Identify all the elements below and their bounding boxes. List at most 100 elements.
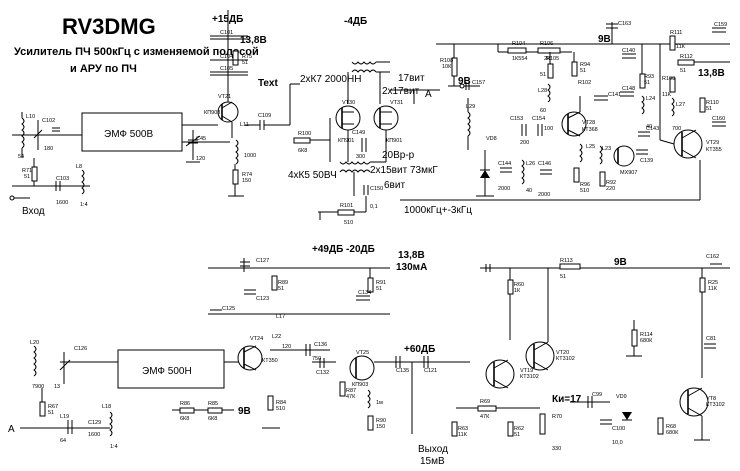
resistor-r89	[271, 275, 278, 291]
top-rail-138-right: 13,8В	[698, 68, 725, 79]
bottom-supply: 13,8В	[398, 250, 425, 261]
svg-text:R69: R69	[480, 399, 490, 405]
svg-text:R102: R102	[578, 80, 591, 86]
svg-text:0,1: 0,1	[370, 204, 378, 210]
svg-text:40: 40	[526, 188, 532, 194]
svg-text:51: 51	[514, 432, 520, 438]
svg-text:C162: C162	[706, 254, 719, 260]
svg-text:10,0: 10,0	[612, 440, 623, 446]
transistor-vt21	[217, 101, 239, 123]
svg-text:54: 54	[18, 154, 24, 160]
svg-text:L8: L8	[76, 164, 82, 170]
svg-text:680К: 680К	[640, 338, 653, 344]
svg-text:R67: R67	[48, 404, 58, 410]
trafo1-label: 2хК7 2000НН	[300, 74, 361, 85]
svg-text:1:4: 1:4	[80, 202, 88, 208]
svg-text:6К8: 6К8	[298, 148, 307, 154]
svg-text:R112: R112	[680, 54, 693, 60]
bottom-point-a: А	[8, 424, 15, 435]
svg-text:R84: R84	[276, 400, 286, 406]
resistor-r67	[39, 401, 46, 417]
svg-text:51: 51	[278, 286, 284, 292]
svg-text:2000: 2000	[498, 186, 510, 192]
svg-text:C150: C150	[370, 186, 383, 192]
svg-text:L17: L17	[276, 314, 285, 320]
svg-text:L24: L24	[646, 96, 655, 102]
svg-text:C102: C102	[42, 118, 55, 124]
svg-text:C154: C154	[532, 116, 545, 122]
trafo2-winding-1: 20Вр-р	[382, 150, 415, 161]
svg-text:6К8: 6К8	[208, 416, 217, 422]
svg-text:R110: R110	[706, 100, 719, 106]
svg-text:C160: C160	[712, 116, 725, 122]
transistor-vt20	[525, 341, 555, 371]
resistor-r105	[547, 63, 554, 79]
subtitle-line-1: Усилитель ПЧ 500кГц с изменяемой полосой	[14, 46, 259, 58]
svg-text:7900: 7900	[32, 384, 44, 390]
transistor-vt24	[237, 345, 263, 371]
top-rail-9v-b: 9В	[458, 76, 471, 87]
resistor-r113	[559, 263, 581, 270]
resistor-r70	[539, 413, 546, 435]
bottom-rail-9v-mid: 9В	[614, 257, 627, 268]
svg-text:L11: L11	[240, 122, 249, 128]
transistor-vt19	[485, 359, 515, 389]
trafo2-winding-3: 6вит	[384, 180, 405, 191]
resistor-r85	[207, 407, 223, 414]
coil-l23	[599, 145, 603, 165]
svg-text:VT19: VT19	[520, 368, 533, 374]
svg-text:C125: C125	[222, 306, 235, 312]
svg-text:КТ3102: КТ3102	[520, 374, 539, 380]
svg-text:64: 64	[60, 438, 66, 444]
emf-500n-label: ЭМФ 500Н	[142, 366, 192, 377]
svg-text:750: 750	[312, 356, 321, 362]
svg-text:51: 51	[376, 286, 382, 292]
svg-text:510: 510	[276, 406, 285, 412]
svg-text:11К: 11К	[676, 44, 686, 50]
output-level: 15мВ	[420, 456, 445, 467]
resistor-r62	[507, 421, 514, 437]
transistor-mx907	[613, 145, 635, 167]
svg-text:КТ3102: КТ3102	[706, 402, 725, 408]
svg-text:C140: C140	[622, 48, 635, 54]
resistor-r92	[599, 171, 606, 187]
svg-text:180: 180	[44, 146, 53, 152]
trafo1-coil	[351, 61, 377, 65]
svg-text:13: 13	[54, 384, 60, 390]
diode-vd9	[622, 412, 632, 420]
svg-text:R96: R96	[580, 182, 590, 188]
top-minus4: -4ДБ	[344, 16, 367, 27]
svg-text:C127: C127	[256, 258, 269, 264]
emf-500v-filter	[81, 112, 183, 152]
svg-text:R109: R109	[662, 76, 675, 82]
svg-text:C100: C100	[612, 426, 625, 432]
svg-text:VT8: VT8	[706, 396, 716, 402]
svg-text:C109: C109	[258, 113, 271, 119]
subtitle-line-2: и АРУ по ПЧ	[70, 63, 137, 75]
svg-text:VT28: VT28	[582, 120, 595, 126]
resistor-r101	[337, 209, 355, 216]
top-supply-15db: +15ДБ	[212, 14, 243, 25]
svg-text:51: 51	[644, 80, 650, 86]
svg-text:C81: C81	[706, 336, 716, 342]
resistor-r84	[267, 395, 274, 411]
svg-text:VT29: VT29	[706, 140, 719, 146]
svg-text:51: 51	[560, 274, 566, 280]
svg-text:1К: 1К	[514, 288, 521, 294]
resistor-r25	[699, 277, 706, 293]
svg-text:R25: R25	[708, 280, 718, 286]
output-label: Выход	[418, 444, 448, 455]
coil-l8	[81, 169, 85, 195]
svg-text:C45: C45	[196, 136, 206, 142]
coil-l25	[579, 143, 583, 163]
svg-text:C104: C104	[220, 54, 233, 60]
resistor-r111	[669, 35, 676, 51]
svg-text:R113: R113	[560, 258, 573, 264]
svg-text:51: 51	[680, 68, 686, 74]
svg-text:51: 51	[24, 174, 30, 180]
svg-text:2К: 2К	[544, 56, 551, 62]
svg-text:КП903: КП903	[204, 110, 220, 116]
coil-l10	[21, 117, 25, 149]
band-label: 1000кГц+-3кГц	[404, 205, 472, 216]
